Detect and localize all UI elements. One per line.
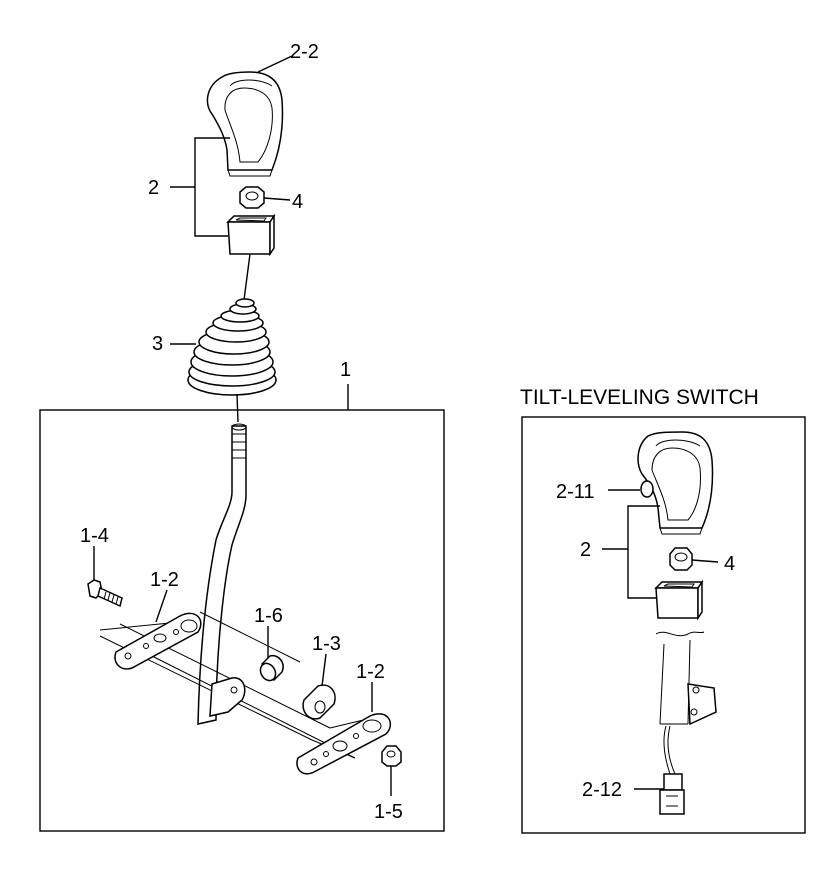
label-4-switch: 4 [724,553,735,575]
nut-4-switch [669,547,693,571]
lever-mount [197,677,246,725]
bushing-1-6 [259,654,284,682]
adapter-block [226,213,276,257]
collar-1-3 [302,684,336,720]
label-2: 2 [148,177,159,199]
adapter-block-switch [654,579,704,621]
label-2-switch: 2 [580,539,591,561]
main-assembly-frame [39,409,445,832]
switch-knob [637,431,714,535]
nut-1-5 [381,745,402,767]
lever-section-wired [655,631,717,775]
label-1-2-left: 1-2 [150,569,179,591]
tilt-leveling-frame [521,416,806,834]
bolt-1-4 [87,579,123,608]
knob-2-2 [206,71,284,177]
label-1-5: 1-5 [374,801,403,823]
connector-2-12 [659,773,685,815]
label-1-4: 1-4 [80,525,109,547]
bracket-plate-right [296,713,391,775]
nut-4 [239,186,265,209]
label-3: 3 [152,333,163,355]
boot-3 [187,298,277,396]
label-4: 4 [292,191,303,213]
label-1: 1 [340,359,351,381]
label-2-11: 2-11 [556,481,595,503]
side-title: TILT-LEVELING SWITCH [520,386,759,409]
label-2-12: 2-12 [582,779,622,801]
label-2-2: 2-2 [290,41,319,63]
bracket-plate-left [114,612,202,670]
label-1-3: 1-3 [312,633,341,655]
label-1-6: 1-6 [254,605,283,627]
label-1-2-right: 1-2 [356,661,385,683]
